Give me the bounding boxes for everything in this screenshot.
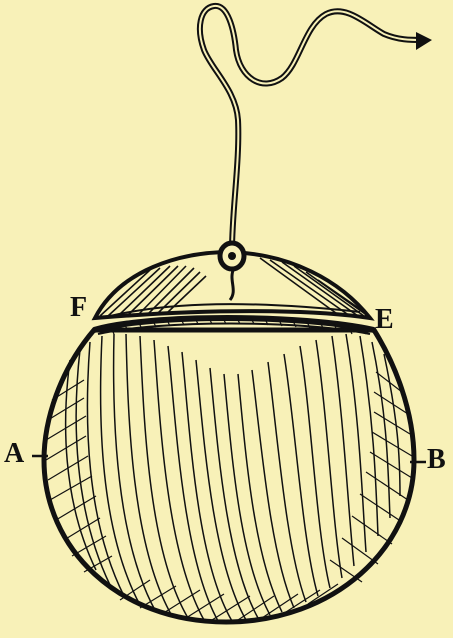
label-e: E xyxy=(375,306,394,334)
sphere-body xyxy=(44,330,414,622)
cord xyxy=(200,6,432,250)
label-b: B xyxy=(427,446,446,474)
label-f: F xyxy=(70,294,87,322)
label-a: A xyxy=(4,440,24,468)
